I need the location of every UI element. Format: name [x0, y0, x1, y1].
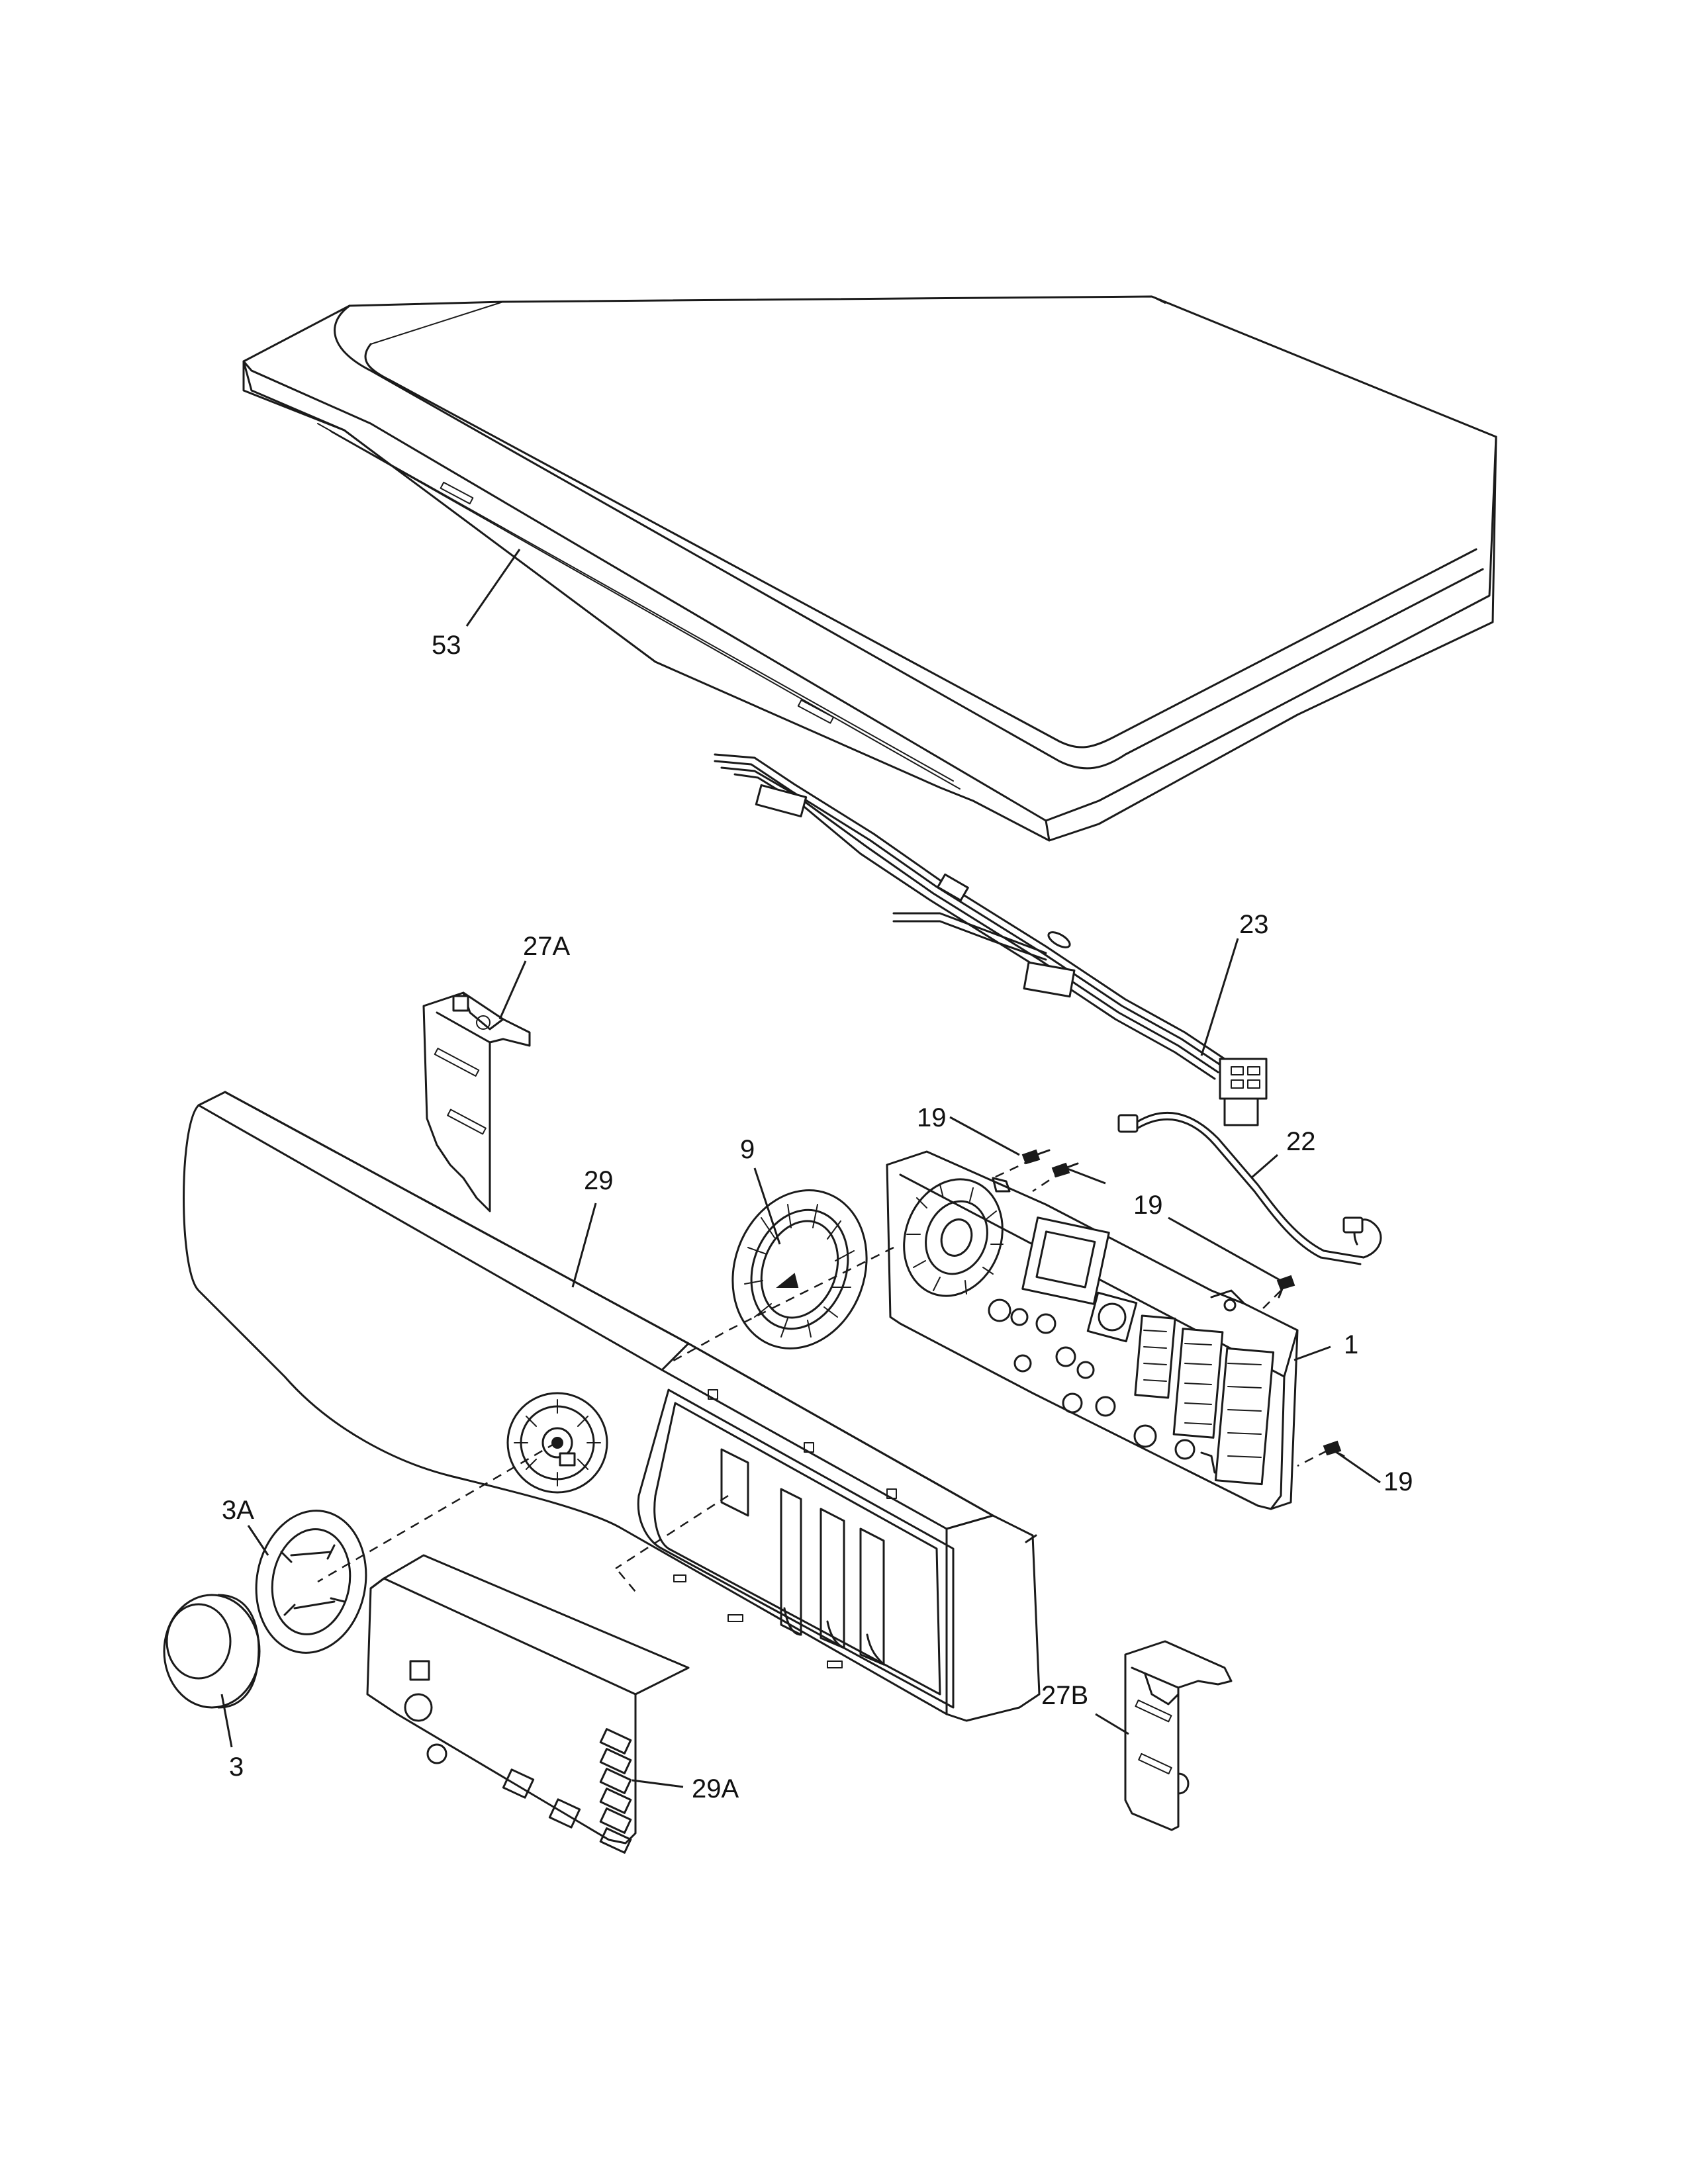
callout-27b: 27B — [1041, 1681, 1088, 1710]
callout-19-bottom: 19 — [1383, 1467, 1413, 1496]
callout-1: 1 — [1344, 1330, 1358, 1359]
callout-3a: 3A — [222, 1496, 254, 1525]
ring-part-3a — [255, 1510, 367, 1654]
screw-part-19-mid — [1276, 1275, 1295, 1298]
callout-27a: 27A — [523, 932, 570, 961]
screw-part-19-bottom — [1323, 1440, 1345, 1457]
top-panel-part-53 — [242, 295, 1497, 842]
screw-part-19-top-right — [1051, 1162, 1079, 1178]
callout-19-top: 19 — [917, 1103, 947, 1132]
callout-19-mid: 19 — [1133, 1191, 1163, 1220]
callout-labels: 53 23 27A 29 9 19 22 19 1 19 3A 3 29A 27… — [222, 631, 1413, 1803]
callout-53: 53 — [432, 631, 461, 660]
overlay-part-29a — [366, 1554, 690, 1854]
console-dial-mount — [506, 1392, 608, 1494]
callout-3: 3 — [229, 1752, 244, 1782]
callout-29: 29 — [584, 1166, 614, 1195]
bracket-part-27a — [422, 991, 531, 1212]
knob-part-3 — [163, 1594, 261, 1709]
wire-harness-part-23 — [714, 753, 1268, 1126]
control-board-part-1 — [886, 1150, 1299, 1510]
leader-lines — [220, 549, 1381, 1788]
callout-23: 23 — [1239, 910, 1269, 939]
callout-9: 9 — [740, 1135, 755, 1164]
callout-29a: 29A — [692, 1774, 739, 1803]
wire-part-22 — [1117, 1111, 1382, 1265]
callout-22: 22 — [1286, 1127, 1316, 1156]
screw-part-19-top-left — [1021, 1149, 1051, 1165]
console-part-29 — [183, 1091, 1041, 1722]
bracket-part-27b — [1124, 1640, 1233, 1831]
alignment-lines — [317, 1158, 1328, 1592]
dial-ring-part-9 — [731, 1189, 868, 1349]
